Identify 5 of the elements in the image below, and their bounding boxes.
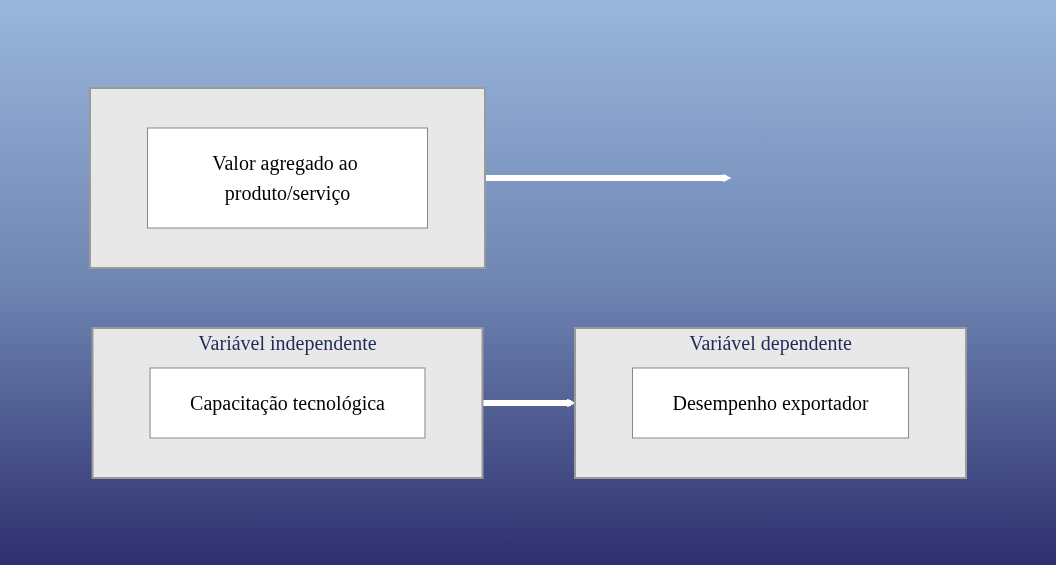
node-box: Capacitação tecnológica	[149, 367, 426, 438]
cluster	[88, 86, 486, 269]
arrow	[484, 173, 731, 182]
node-box: Valor agregado ao produto/serviço	[146, 127, 428, 228]
node-box: Desempenho exportador	[631, 367, 909, 438]
